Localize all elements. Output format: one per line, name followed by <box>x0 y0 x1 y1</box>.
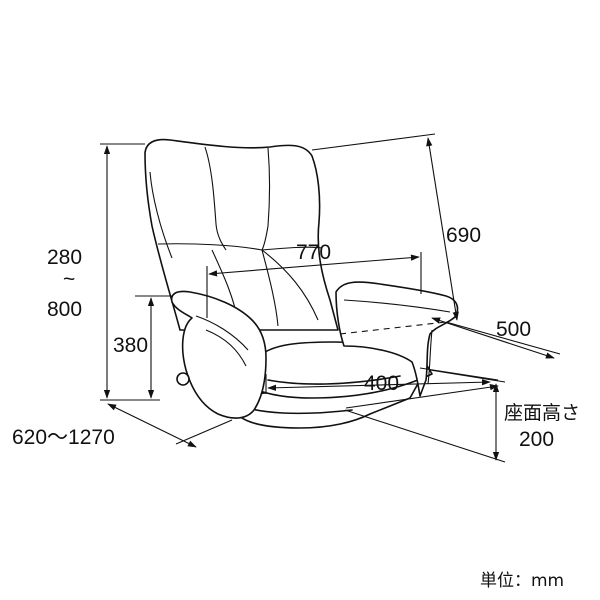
seat-depth-arrow <box>431 317 555 359</box>
dimension-lines <box>100 133 561 463</box>
chair-illustration <box>144 138 459 429</box>
recline-knob <box>176 372 190 386</box>
backrest-height-label: 690 <box>446 224 481 247</box>
seat-height-extension-top <box>429 369 506 383</box>
seat-depth-label: 500 <box>496 318 531 341</box>
total-height-max-label: 800 <box>47 298 82 321</box>
chair-backrest <box>144 138 339 331</box>
chair-left-armrest <box>170 290 267 419</box>
depth-extension-right <box>175 419 233 445</box>
depth-range-label: 620～1270 <box>12 426 115 449</box>
width-arrow <box>208 254 420 277</box>
backrest-extension-top <box>311 133 436 151</box>
total-height-min-label: 280 <box>47 246 82 269</box>
width-label: 770 <box>296 241 331 264</box>
seat-diagonal-arrow <box>345 384 499 409</box>
depth-arrow <box>107 403 197 448</box>
seat-width-label: 400 <box>364 372 399 395</box>
seat-height-label: 200 <box>519 428 554 451</box>
seat-width-arrow <box>267 379 491 391</box>
armrest-height-label: 380 <box>113 334 148 357</box>
total-height-tilde: ~ <box>63 268 75 291</box>
seat-height-title-label: 座面高さ <box>504 402 580 424</box>
backrest-arrow <box>426 137 459 321</box>
seat-depth-dashed-guide <box>339 321 447 335</box>
seat-height-extension-bottom <box>344 409 506 463</box>
dimension-labels: 280 ~ 800 380 620～1270 770 690 500 400 座… <box>12 224 580 591</box>
unit-label: 単位：mm <box>480 571 564 591</box>
